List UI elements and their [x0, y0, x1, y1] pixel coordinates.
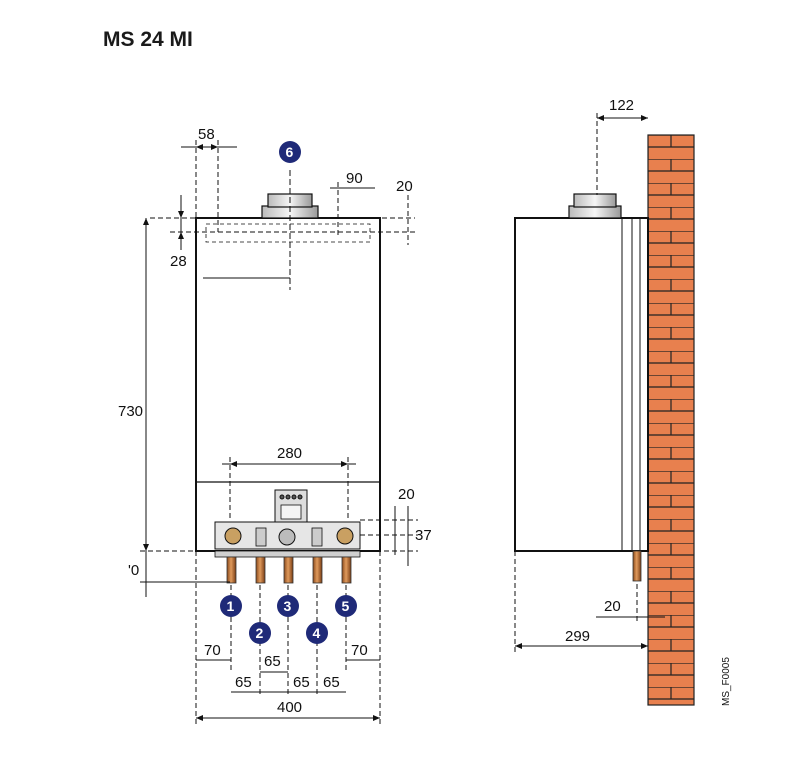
callout-4: 4	[306, 622, 328, 644]
dimension-arrows	[143, 144, 380, 721]
callout-1: 1	[220, 595, 242, 617]
front-dimension-lines	[140, 140, 418, 725]
dim-65-d: 65	[323, 674, 340, 691]
dim-90: 90	[346, 170, 363, 187]
copper-pipe-icon	[226, 556, 352, 584]
wall-brick-icon	[647, 134, 695, 706]
svg-text:1: 1	[227, 598, 235, 614]
callout-badges: 6 1 2 3 4 5	[220, 141, 357, 644]
svg-text:4: 4	[313, 625, 321, 641]
svg-text:2: 2	[256, 625, 264, 641]
callout-6: 6	[279, 141, 301, 163]
dim-400: 400	[277, 699, 302, 716]
dim-20-top: 20	[396, 178, 413, 195]
figure-code: MS_F0005	[721, 657, 732, 706]
side-dimension-labels: 122 20 299	[565, 97, 634, 645]
callout-3: 3	[277, 595, 299, 617]
boiler-casing-side	[514, 217, 649, 552]
dim-65-c: 65	[293, 674, 310, 691]
svg-text:3: 3	[284, 598, 292, 614]
dim-pipe-height: '0	[128, 562, 139, 579]
diagram-title: MS 24 MI	[103, 28, 193, 51]
dim-65-a: 65	[235, 674, 252, 691]
dim-122: 122	[609, 97, 634, 114]
dim-299: 299	[565, 628, 590, 645]
dim-20-bottom: 20	[398, 486, 415, 503]
svg-text:6: 6	[286, 144, 294, 160]
dim-37: 37	[415, 527, 432, 544]
dim-65-b: 65	[264, 653, 281, 670]
dim-20-side: 20	[604, 598, 621, 615]
callout-5: 5	[335, 595, 357, 617]
front-view	[195, 193, 381, 558]
side-dimension-arrows	[515, 115, 648, 649]
svg-text:5: 5	[342, 598, 350, 614]
dim-730: 730	[118, 403, 143, 420]
callout-2: 2	[249, 622, 271, 644]
dim-280: 280	[277, 445, 302, 462]
dim-70-left: 70	[204, 642, 221, 659]
dim-58: 58	[198, 126, 215, 143]
dim-28: 28	[170, 253, 187, 270]
dim-70-right: 70	[351, 642, 368, 659]
side-view	[514, 113, 665, 652]
side-flue-pipe-icon	[568, 193, 622, 219]
front-dimension-labels: 58 90 20 28 730 280 20 37 '0 70 70 65 65…	[118, 126, 432, 716]
